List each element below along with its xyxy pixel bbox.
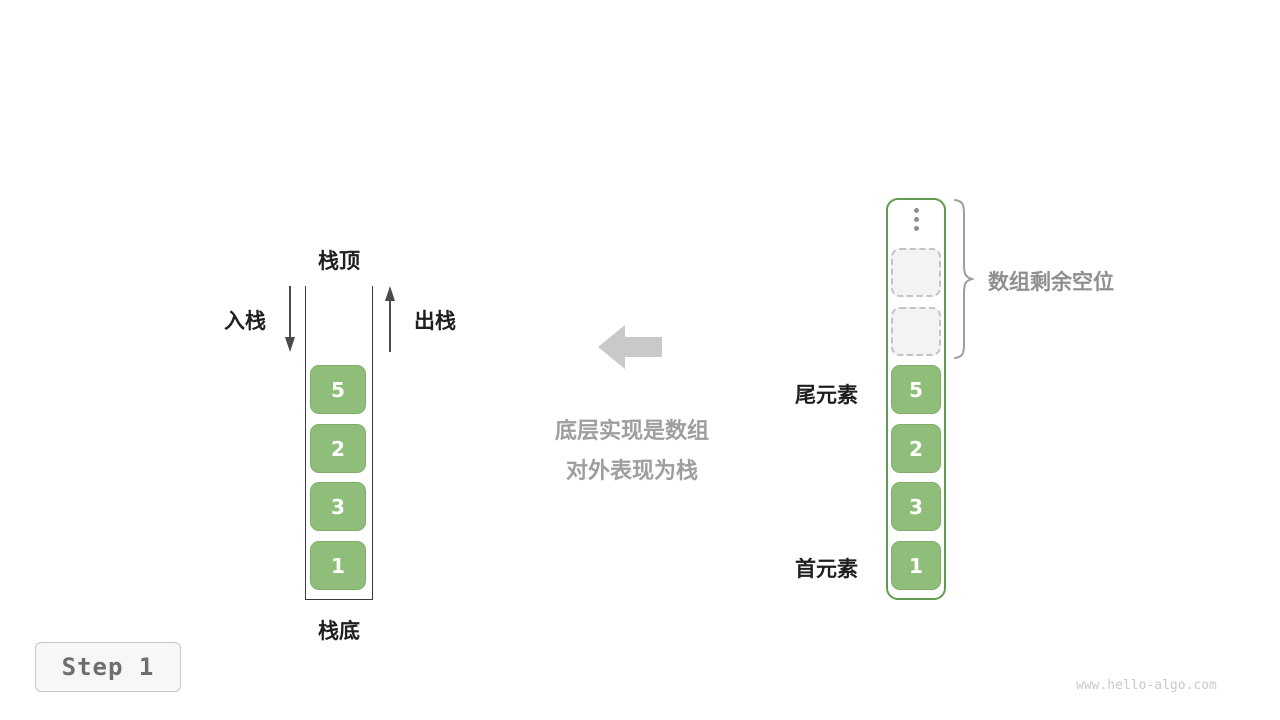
pop-arrow-icon <box>385 286 395 352</box>
note-line-1: 底层实现是数组 <box>554 419 709 444</box>
stack-cell: 1 <box>310 541 366 590</box>
tail-element-label: 尾元素 <box>795 383 858 407</box>
pop-label: 出栈 <box>414 309 456 333</box>
brace-icon <box>954 199 974 359</box>
push-label: 入栈 <box>224 309 266 333</box>
push-arrow-icon <box>285 286 295 352</box>
watermark: www.hello-algo.com <box>1076 678 1217 693</box>
transform-arrow-icon <box>598 325 662 369</box>
note-line-2: 对外表现为栈 <box>565 459 698 484</box>
stack-cell: 5 <box>310 365 366 414</box>
transform-note: 底层实现是数组 对外表现为栈 <box>502 412 762 492</box>
head-element-label: 首元素 <box>795 557 858 581</box>
empty-slot <box>891 307 941 356</box>
array-cell: 2 <box>891 424 941 473</box>
array-cell: 3 <box>891 482 941 531</box>
vertical-ellipsis-icon <box>888 208 944 231</box>
remaining-slots-label: 数组剩余空位 <box>988 270 1114 294</box>
stack-cell: 2 <box>310 424 366 473</box>
array-container: 5 2 3 1 <box>886 198 946 600</box>
empty-slot <box>891 248 941 297</box>
array-cell: 1 <box>891 541 941 590</box>
stack-container: 5 2 3 1 <box>305 286 373 600</box>
stack-cell: 3 <box>310 482 366 531</box>
stack-top-label: 栈顶 <box>318 249 360 273</box>
array-cell: 5 <box>891 365 941 414</box>
step-badge-label: Step 1 <box>61 653 155 681</box>
step-badge: Step 1 <box>35 642 181 692</box>
stack-bottom-label: 栈底 <box>318 619 360 643</box>
